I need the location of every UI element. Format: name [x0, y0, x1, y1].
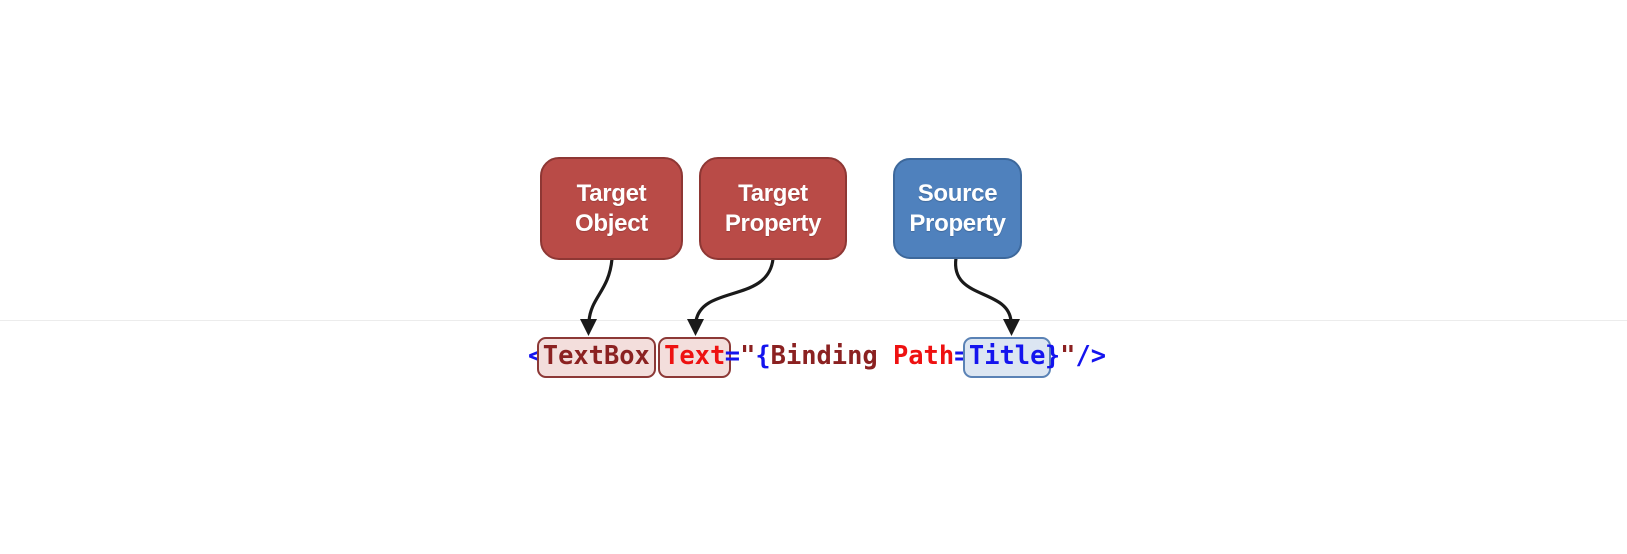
- code-space: [878, 340, 893, 370]
- target-property-label-line1: Target: [738, 179, 808, 207]
- target-property-label-line2: Property: [724, 209, 822, 237]
- source-property-box: Source Property: [893, 158, 1022, 259]
- target-property-box: Target Property: [699, 157, 847, 260]
- arrow-target-property-line: [694, 257, 775, 323]
- arrow-source-property-head: [1003, 319, 1020, 336]
- arrow-target-object-line: [587, 257, 614, 323]
- code-line: <TextBox Text="{Binding Path=Title}"/>: [528, 337, 1106, 378]
- source-property-label-line1: Source: [917, 179, 998, 207]
- code-open-quote: ": [740, 340, 756, 370]
- arrow-source-property-line: [954, 256, 1013, 323]
- target-object-label-line1: Target: [576, 179, 647, 207]
- code-open-brace: {: [755, 340, 771, 370]
- code-binding-keyword: Binding: [770, 340, 878, 370]
- code-close-brace: }: [1044, 340, 1061, 370]
- target-object-label-line2: Object: [575, 209, 648, 237]
- arrow-target-object-head: [580, 319, 597, 336]
- code-token-text: Text: [658, 337, 732, 378]
- code-self-close: />: [1075, 340, 1107, 370]
- code-token-textbox: TextBox: [536, 337, 656, 378]
- source-property-label-line2: Property: [909, 209, 1006, 237]
- target-object-box: Target Object: [540, 157, 683, 260]
- code-token-title: Title: [962, 337, 1052, 378]
- code-path-keyword: Path: [892, 340, 955, 370]
- code-equals-1: =: [724, 340, 741, 370]
- background-divider-line: [0, 320, 1627, 321]
- arrow-target-property-head: [687, 319, 704, 336]
- code-close-quote: ": [1060, 340, 1076, 370]
